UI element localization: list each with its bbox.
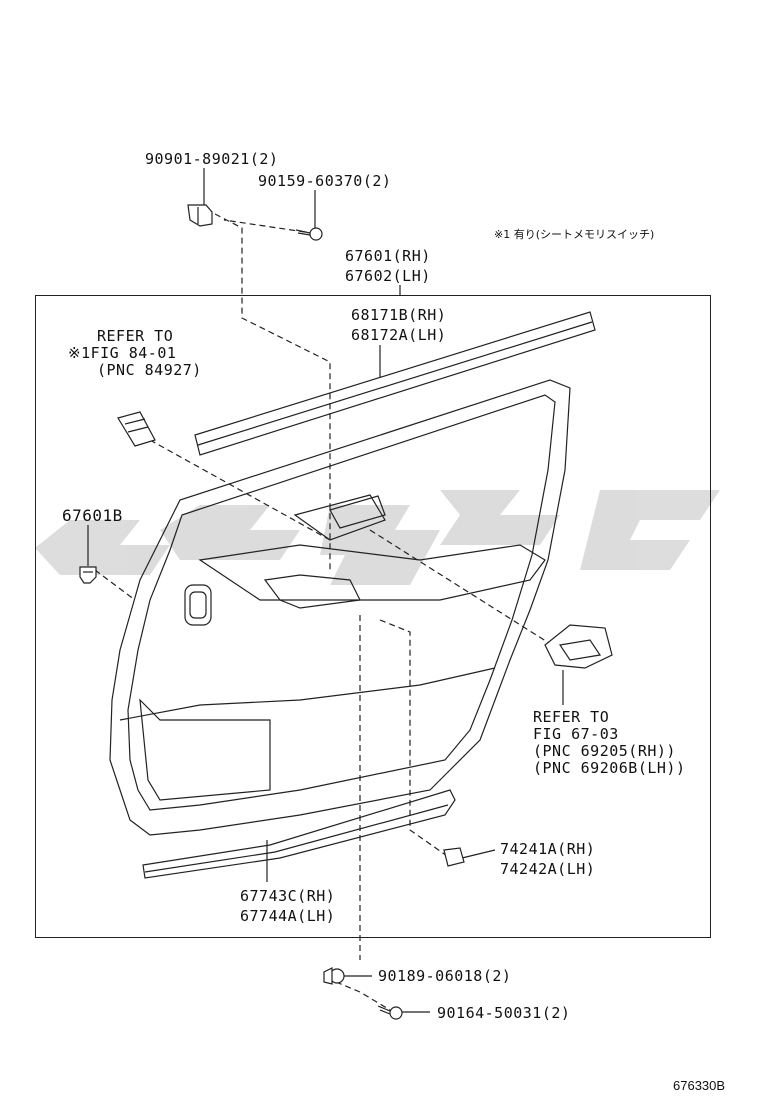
label-90189: 90189-06018(2): [378, 967, 512, 985]
handle-icon: [544, 624, 613, 669]
label-67602: 67602(LH): [345, 267, 431, 285]
trim-seam: [119, 667, 496, 721]
pull-handle: [263, 574, 361, 609]
leader-74241: [461, 849, 496, 859]
label-refer2-4: (PNC 69206B(LH)): [533, 759, 686, 777]
label-90159: 90159-60370(2): [258, 172, 392, 190]
label-67601: 67601(RH): [345, 247, 431, 265]
door-trim-panel: [109, 379, 571, 836]
label-90164: 90164-50031(2): [437, 1004, 571, 1022]
upper-strip-line: [197, 321, 593, 446]
lower-strip-line: [144, 804, 449, 873]
label-90901: 90901-89021(2): [145, 150, 279, 168]
assembly-frame: [35, 295, 711, 938]
small-parts: [79, 204, 613, 1020]
pocket: [139, 698, 271, 801]
armrest: [198, 544, 546, 601]
screw-90164-icon: [377, 1005, 403, 1020]
lower-strip: [142, 789, 456, 879]
door-opening: [184, 584, 212, 626]
label-refer2-2: FIG 67-03: [533, 725, 619, 743]
screw-icon: [295, 227, 323, 241]
label-refer2-3: (PNC 69205(RH)): [533, 742, 676, 760]
upper-strip: [194, 311, 596, 456]
label-68171b: 68171B(RH): [351, 306, 447, 324]
label-note-memory: ※1 有り(シートメモリスイッチ): [494, 228, 655, 241]
label-67744a: 67744A(LH): [240, 907, 336, 925]
switch-icon: [117, 411, 156, 447]
parts-lines: [87, 168, 596, 1013]
label-74241a: 74241A(RH): [500, 840, 596, 858]
label-refer1-2: ※1FIG 84-01: [68, 344, 177, 362]
assembly-dashes: [94, 213, 561, 1011]
switch-bezel: [329, 495, 386, 529]
clip-icon: [187, 204, 213, 227]
label-refer1-3: (PNC 84927): [97, 361, 202, 379]
switch-panel: [293, 494, 386, 541]
cover-icon: [443, 847, 465, 867]
label-68172a: 68172A(LH): [351, 326, 447, 344]
door-trim-inner: [127, 394, 556, 811]
door-opening-inner: [189, 591, 207, 619]
label-67743c: 67743C(RH): [240, 887, 336, 905]
label-67601b: 67601B: [62, 506, 123, 525]
clip-67601b-icon: [79, 566, 97, 584]
clip-90189-icon: [323, 967, 345, 985]
figure-id: 676330B: [673, 1078, 726, 1093]
label-74242a: 74242A(LH): [500, 860, 596, 878]
label-refer2-1: REFER TO: [533, 708, 610, 726]
label-refer1-1: REFER TO: [97, 327, 174, 345]
